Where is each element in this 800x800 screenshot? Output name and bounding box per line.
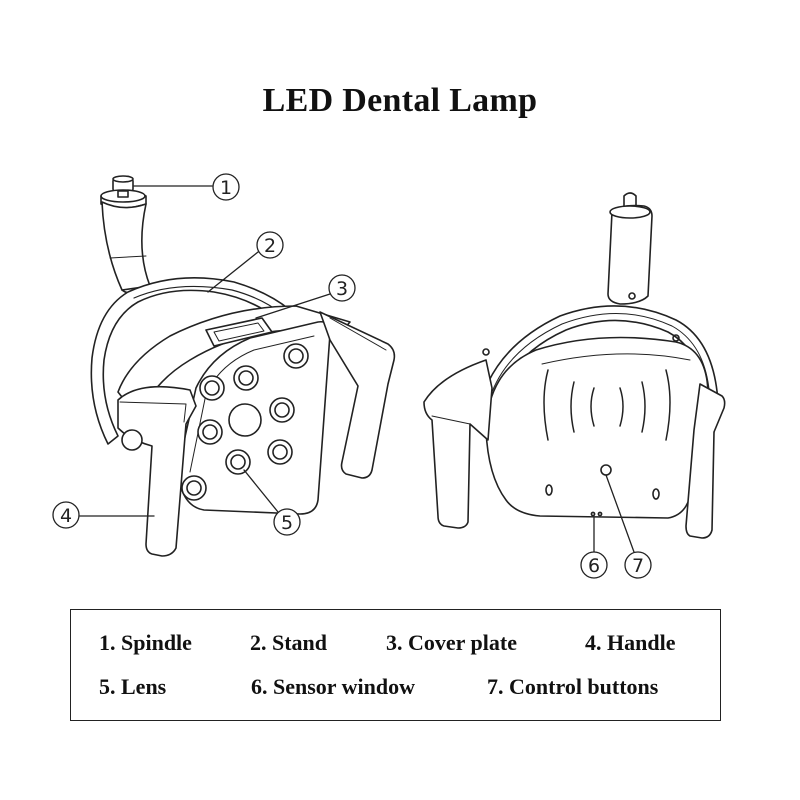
legend-box: 1. Spindle 2. Stand 3. Cover plate 4. Ha… [70,609,721,721]
callout-7 [624,551,652,579]
callout-1 [212,173,240,201]
callout-3 [328,274,356,302]
legend-item-lens: 5. Lens [99,674,167,699]
back-handle-left [423,359,493,529]
legend-item-handle: 4. Handle [585,630,676,655]
front-spindle [100,175,147,209]
front-handle-right [319,311,396,479]
back-view [423,192,726,539]
front-lenses [181,343,309,501]
legend-item-stand: 2. Stand [250,630,328,655]
callout-leaders [79,185,635,553]
callout-label-5: 5 [281,512,293,534]
callout-label-4: 4 [60,505,72,527]
callout-label-7: 7 [632,555,644,577]
callout-2 [256,231,284,259]
back-handle-right [685,383,726,539]
callout-label-2: 2 [264,235,276,257]
front-view [90,175,396,557]
back-housing [485,336,709,519]
front-cover-plate [205,317,273,347]
callout-label-1: 1 [220,177,232,199]
diagram-title: LED Dental Lamp [262,82,538,119]
back-arm [607,204,653,305]
callout-circles [52,173,652,579]
front-stand-yoke [90,276,291,445]
legend-item-spindle: 1. Spindle [99,630,192,655]
back-vents [543,369,671,441]
callout-label-6: 6 [588,555,600,577]
back-sensor-window [590,511,596,517]
callout-label-3: 3 [336,278,348,300]
legend-item-sensor-window: 6. Sensor window [251,674,416,699]
legend-item-control-buttons: 7. Control buttons [487,674,659,699]
callout-5 [273,508,301,536]
legend-item-cover-plate: 3. Cover plate [386,630,517,655]
callout-6 [580,551,608,579]
callout-4 [52,501,80,529]
front-arm [101,201,151,291]
